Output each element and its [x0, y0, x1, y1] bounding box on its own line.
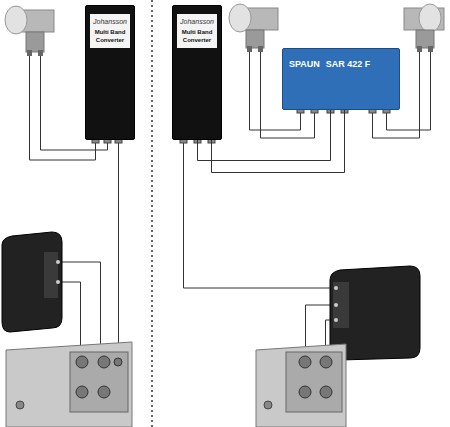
multiband-converter: JohanssonMulti Band Converter — [85, 5, 135, 140]
lnb-symbol — [5, 6, 54, 56]
lnb-symbol — [229, 4, 278, 52]
brand-name: SPAUN — [289, 59, 320, 70]
model-name: Multi Band Converter — [179, 29, 215, 43]
receiver-box — [2, 232, 62, 332]
model-name: Multi Band Converter — [92, 29, 128, 43]
lnb-symbol — [404, 4, 444, 52]
brand-name: Johansson — [179, 18, 215, 26]
divider-line — [151, 0, 153, 427]
receiver-rear-panel — [6, 342, 132, 427]
multiswitch-box: SPAUN SAR 422 F — [282, 48, 400, 110]
label-panel: JohanssonMulti Band Converter — [90, 14, 130, 48]
multiband-converter: JohanssonMulti Band Converter — [172, 5, 222, 140]
brand-name: Johansson — [92, 18, 128, 26]
coax-connector — [212, 110, 345, 173]
model-name: SAR 422 F — [326, 59, 371, 70]
receiver-rear-panel — [256, 344, 346, 427]
label-panel: JohanssonMulti Band Converter — [177, 14, 217, 48]
f-connector — [92, 108, 390, 143]
